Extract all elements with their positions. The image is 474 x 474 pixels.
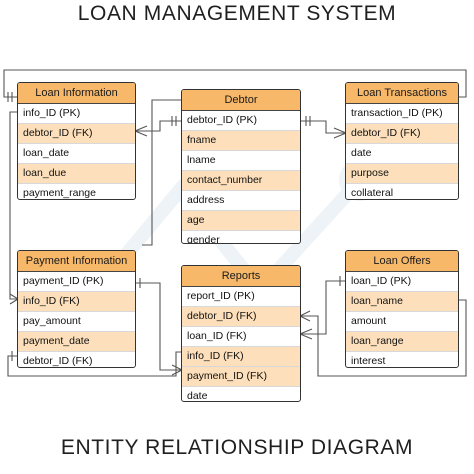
connector-debtor-payment-lower bbox=[7, 355, 170, 377]
entity-loan-offers[interactable]: Loan Offers loan_ID (PK) loan_name amoun… bbox=[345, 250, 459, 368]
field-row: gender bbox=[187, 234, 220, 244]
connector-loaninfo-payment bbox=[9, 111, 18, 300]
entity-header: Loan Offers bbox=[346, 251, 458, 272]
field-row: interest bbox=[351, 355, 386, 367]
entity-header: Loan Transactions bbox=[346, 83, 458, 104]
entity-loan-transactions[interactable]: Loan Transactions transaction_ID (PK) de… bbox=[345, 82, 459, 200]
page-title: LOAN MANAGEMENT SYSTEM bbox=[77, 2, 397, 25]
entity-payment-information[interactable]: Payment Information payment_ID (PK) info… bbox=[17, 250, 136, 368]
connector-loan-info-top bbox=[3, 69, 467, 98]
field-row: date bbox=[346, 144, 458, 164]
field-row: lname bbox=[182, 151, 300, 171]
field-row: loan_name bbox=[346, 292, 458, 312]
field-row: info_ID (FK) bbox=[182, 347, 300, 367]
connector-reports-info bbox=[170, 351, 182, 377]
entity-header: Payment Information bbox=[18, 251, 135, 272]
field-row: report_ID (PK) bbox=[182, 287, 300, 307]
field-row: purpose bbox=[346, 164, 458, 184]
field-row: loan_range bbox=[346, 332, 458, 352]
entity-header: Loan Information bbox=[18, 83, 135, 104]
connector-debtor-payment bbox=[142, 99, 182, 246]
field-row: debtor_ID (FK) bbox=[346, 124, 458, 144]
entity-debtor[interactable]: Debtor debtor_ID (PK) fname lname contac… bbox=[181, 89, 301, 244]
field-row: amount bbox=[346, 312, 458, 332]
field-row: age bbox=[182, 211, 300, 231]
field-row: payment_range bbox=[23, 187, 96, 199]
field-row: debtor_ID (FK) bbox=[23, 355, 93, 367]
field-row: loan_ID (PK) bbox=[346, 272, 458, 292]
connector-debtor-loaninfo bbox=[135, 120, 182, 132]
field-row: loan_ID (FK) bbox=[182, 327, 300, 347]
field-row: info_ID (FK) bbox=[18, 292, 135, 312]
field-row: loan_date bbox=[18, 144, 135, 164]
field-row: loan_due bbox=[18, 164, 135, 184]
field-row: address bbox=[182, 191, 300, 211]
entity-loan-information[interactable]: Loan Information info_ID (PK) debtor_ID … bbox=[17, 82, 136, 200]
field-row: info_ID (PK) bbox=[18, 104, 135, 124]
field-row: debtor_ID (PK) bbox=[182, 111, 300, 131]
field-row: debtor_ID (FK) bbox=[182, 307, 300, 327]
field-row: collateral bbox=[351, 187, 394, 199]
connector-offers-reports bbox=[300, 280, 346, 335]
field-row: fname bbox=[182, 131, 300, 151]
field-row: pay_amount bbox=[18, 312, 135, 332]
field-row: transaction_ID (PK) bbox=[346, 104, 458, 124]
connector-debtor-transactions bbox=[300, 120, 346, 134]
field-row: date bbox=[187, 390, 208, 402]
connector-payment-reports bbox=[135, 282, 182, 371]
field-row: payment_ID (FK) bbox=[182, 367, 300, 387]
entity-header: Debtor bbox=[182, 90, 300, 111]
entity-reports[interactable]: Reports report_ID (PK) debtor_ID (FK) lo… bbox=[181, 265, 301, 402]
page-footer: ENTITY RELATIONSHIP DIAGRAM bbox=[60, 436, 414, 459]
field-row: payment_date bbox=[18, 332, 135, 352]
field-row: payment_ID (PK) bbox=[18, 272, 135, 292]
entity-header: Reports bbox=[182, 266, 300, 287]
connector-reports-debtor bbox=[300, 299, 467, 377]
field-row: contact_number bbox=[182, 171, 300, 191]
field-row: debtor_ID (FK) bbox=[18, 124, 135, 144]
